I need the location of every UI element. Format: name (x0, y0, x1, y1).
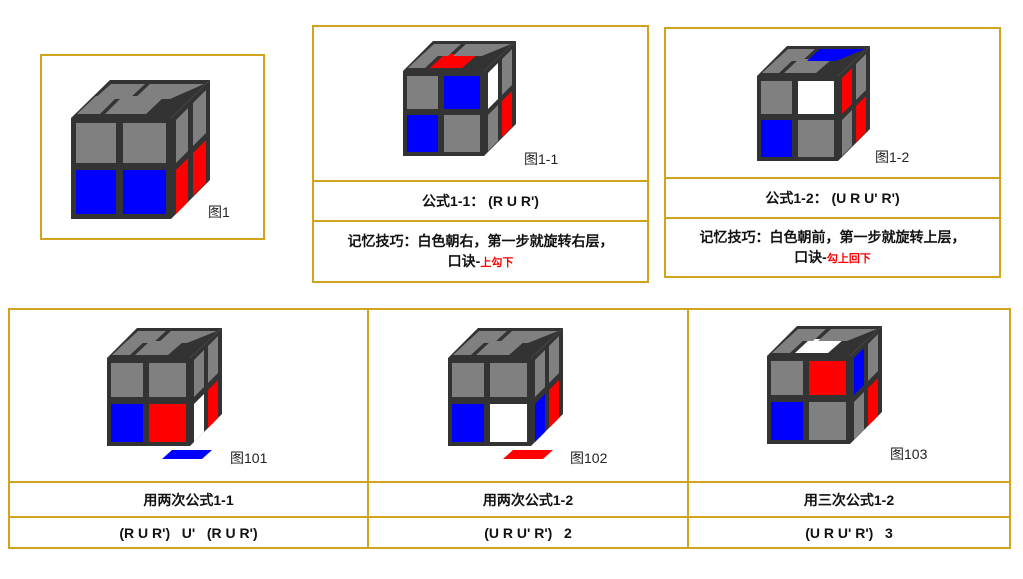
column-1-title: 用两次公式1-1 (143, 491, 234, 508)
tip-1-2-line1: 记忆技巧：白色朝前，第一步就旋转上层， (699, 228, 966, 245)
formula-1-2: 公式1-2： (U R U' R') (666, 177, 999, 217)
cube-figure-1 (71, 80, 210, 219)
figure-1-1-box: 图1-1 公式1-1： (R U R') 记忆技巧：白色朝右，第一步就旋转右层，… (312, 25, 649, 283)
column-1-formula: (R U R') U' (R U R') (119, 524, 258, 541)
cube-figure-1-2 (757, 46, 870, 161)
figure-101-label: 图101 (230, 450, 268, 466)
cube-figure-103 (767, 326, 882, 444)
figure-103-label: 图103 (890, 446, 928, 462)
formula-1-1: 公式1-1： (R U R') (314, 180, 647, 220)
table-hline-1 (10, 481, 1009, 483)
figure-1-1-label: 图1-1 (524, 151, 559, 167)
column-3-title: 用三次公式1-2 (803, 491, 895, 508)
figure-1-label: 图1 (208, 204, 230, 220)
tip-1-2-mnemonic: 勾上回下 (826, 252, 871, 265)
figure-102-label: 图102 (570, 450, 608, 466)
table-divider-2 (687, 310, 689, 547)
cube-figure-1-1 (403, 41, 516, 156)
column-2-formula: (U R U' R') 2 (484, 524, 572, 541)
column-3-formula: (U R U' R') 3 (805, 524, 893, 541)
figure-1-2-label: 图1-2 (875, 149, 910, 165)
memory-tip-1-1: 记忆技巧：白色朝右，第一步就旋转右层， 口诀-上勾下 (314, 220, 647, 281)
table-hline-2 (10, 516, 1009, 518)
tip-1-2-line2: 口诀-勾上回下 (794, 247, 871, 269)
cube-figure-101 (107, 328, 222, 459)
figure-1-box: 图1 (40, 54, 265, 240)
tip-1-1-prefix: 口诀- (447, 252, 481, 269)
column-2-title: 用两次公式1-2 (482, 491, 574, 508)
tip-1-1-line1: 记忆技巧：白色朝右，第一步就旋转右层， (347, 232, 614, 249)
memory-tip-1-2: 记忆技巧：白色朝前，第一步就旋转上层， 口诀-勾上回下 (666, 217, 999, 276)
tip-1-1-line2: 口诀-上勾下 (448, 251, 514, 273)
table-divider-1 (367, 310, 369, 547)
cases-table: 图101 图102 图103 (8, 308, 1011, 549)
cube-figure-102 (448, 328, 563, 459)
tip-1-1-mnemonic: 上勾下 (480, 256, 514, 269)
tip-1-2-prefix: 口诀- (794, 248, 827, 265)
figure-1-2-box: 图1-2 公式1-2： (U R U' R') 记忆技巧：白色朝前，第一步就旋转… (664, 27, 1001, 278)
